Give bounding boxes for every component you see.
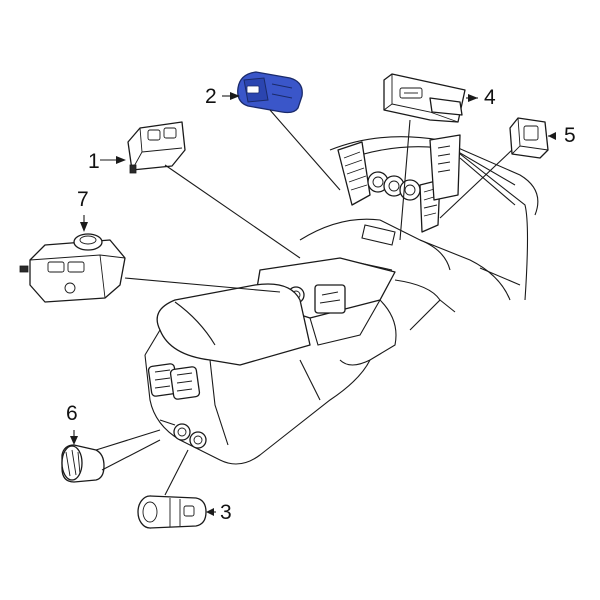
callout-5: 5: [564, 124, 576, 147]
callout-6: 6: [66, 402, 78, 425]
arrow-3-head: [206, 508, 214, 516]
part-5-side-switch: [439, 117, 556, 219]
callout-4: 4: [484, 86, 496, 109]
callout-7: 7: [77, 188, 89, 211]
arrow-2-head: [230, 92, 240, 100]
part-1-window-switch: [127, 121, 301, 259]
callout-1: 1: [88, 150, 100, 173]
part-7-controller: [19, 215, 281, 303]
part-3-power-outlet: [137, 449, 207, 529]
part-4-upper-switch: [383, 73, 478, 241]
part-2-usb-port: [237, 71, 341, 191]
callout-3: 3: [220, 501, 232, 524]
center-console: [144, 134, 539, 465]
arrow-1-head: [116, 156, 126, 164]
callout-2: 2: [205, 85, 217, 108]
part-6-knob-switch: [61, 429, 161, 483]
